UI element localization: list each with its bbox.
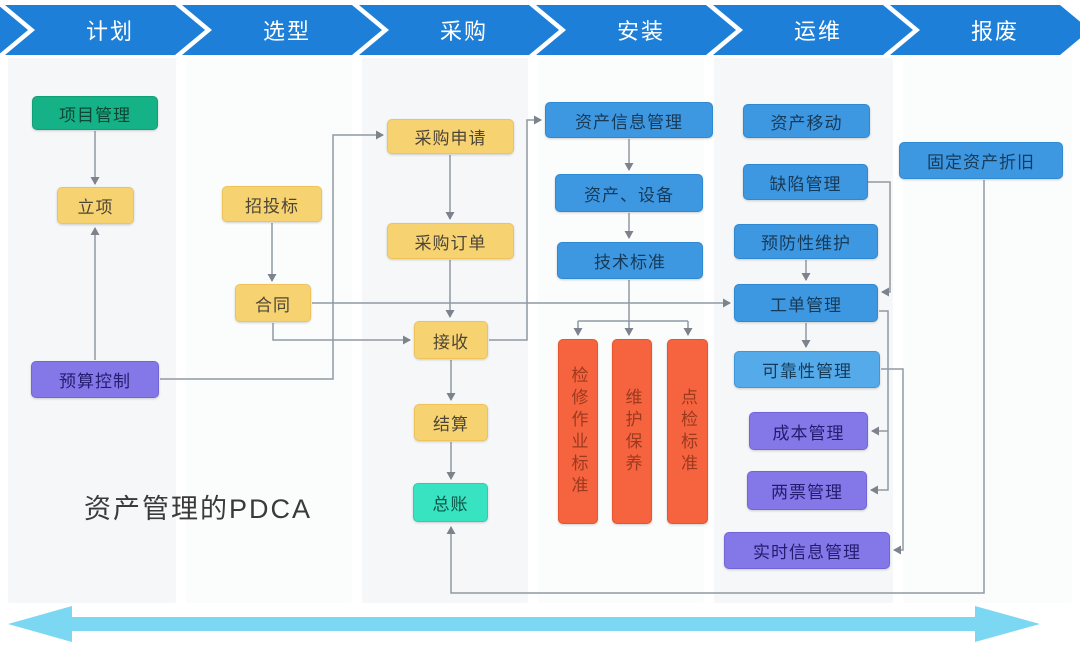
node-reliability-mgmt: 可靠性管理: [734, 351, 880, 388]
node-two-ticket-mgmt: 两票管理: [747, 471, 867, 510]
node-maintenance-care: 维护保养: [612, 339, 652, 524]
stage-install-label: 安装: [616, 19, 665, 44]
node-work-order-mgmt: 工单管理: [734, 284, 878, 322]
column-band-plan: [8, 58, 176, 603]
node-asset-info-mgmt: 资产信息管理: [545, 102, 713, 138]
stage-scrap-label: 报废: [970, 19, 1019, 44]
node-realtime-info-mgmt: 实时信息管理: [724, 532, 890, 569]
diagram-title: 资产管理的PDCA: [84, 494, 313, 524]
node-overhaul-standard: 检修作业标准: [558, 339, 598, 524]
stage-scrap: 报废: [890, 5, 1080, 55]
node-cost-mgmt: 成本管理: [749, 412, 868, 450]
lifecycle-stage-banner: 计划 选型 采购 安装 运维 报废: [0, 5, 1080, 55]
node-preventive-maintenance: 预防性维护: [734, 224, 878, 259]
node-contract: 合同: [235, 284, 311, 322]
node-receive: 接收: [414, 321, 488, 359]
node-defect-mgmt: 缺陷管理: [743, 164, 868, 200]
node-settlement: 结算: [414, 404, 488, 441]
node-spot-check-standard: 点检标准: [667, 339, 708, 524]
stage-selection: 选型: [182, 5, 382, 55]
stage-purchase-label: 采购: [439, 19, 488, 44]
node-initiation: 立项: [57, 187, 134, 224]
stage-plan-label: 计划: [85, 19, 134, 44]
column-band-select: [186, 58, 352, 603]
node-tech-standard: 技术标准: [557, 242, 703, 279]
stage-operate-label: 运维: [793, 19, 842, 44]
node-purchase-order: 采购订单: [387, 223, 514, 259]
stage-install: 安装: [536, 5, 736, 55]
stage-plan: 计划: [5, 5, 205, 55]
node-bidding: 招投标: [222, 186, 322, 222]
bottom-double-arrow: [8, 606, 1040, 642]
node-fixed-asset-depreciation: 固定资产折旧: [899, 142, 1063, 179]
node-asset-move: 资产移动: [743, 104, 870, 138]
stage-operate: 运维: [713, 5, 913, 55]
node-budget-control: 预算控制: [31, 361, 159, 398]
stage-selection-label: 选型: [262, 19, 311, 44]
node-project-management: 项目管理: [32, 96, 158, 130]
stage-purchase: 采购: [359, 5, 559, 55]
node-purchase-request: 采购申请: [387, 119, 514, 154]
column-band-operate: [714, 58, 893, 603]
node-general-ledger: 总账: [413, 483, 488, 522]
node-asset-equipment: 资产、设备: [555, 174, 703, 212]
